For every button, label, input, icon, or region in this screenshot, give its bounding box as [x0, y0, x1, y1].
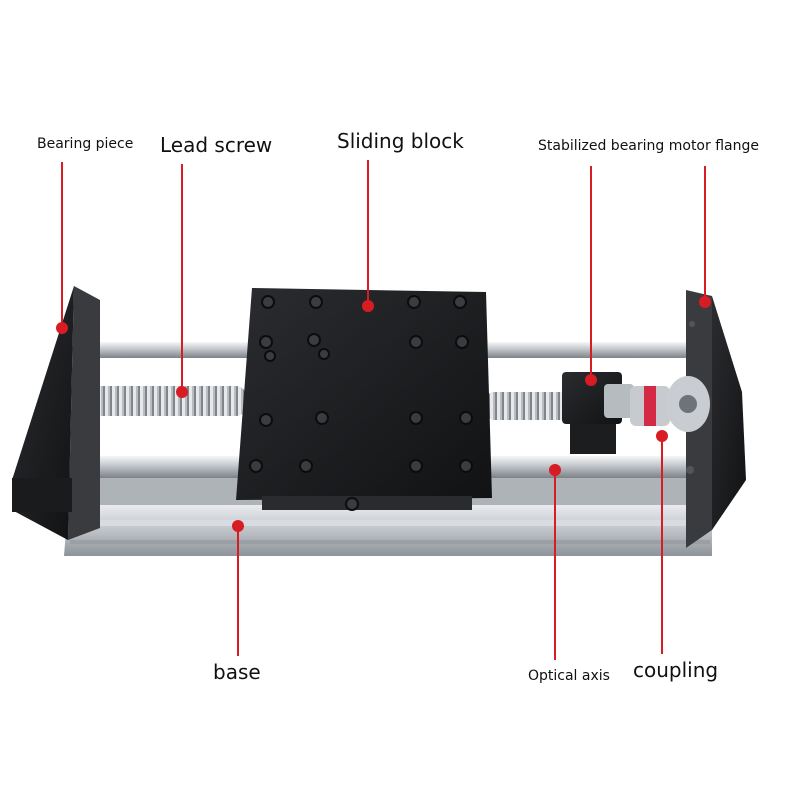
label-motor-flange: Stabilized bearing motor flange: [538, 138, 759, 154]
coupling-part: [630, 376, 710, 432]
label-bearing-piece: Bearing piece: [37, 136, 134, 152]
bearing-housing: [562, 372, 634, 454]
lead-screw: [66, 386, 576, 420]
label-sliding-block: Sliding block: [337, 129, 464, 153]
leader-lines: [56, 160, 711, 660]
leader-dot-optical-axis: [549, 464, 561, 476]
leader-dot-motor-flange: [699, 296, 711, 308]
left-end-plate: [12, 286, 100, 540]
label-base: base: [213, 660, 261, 684]
leader-dot-lead-screw: [176, 386, 188, 398]
sliding-block-plate: [236, 288, 492, 511]
leader-dot-bearing-piece: [56, 322, 68, 334]
leader-dot-bearing-housing: [585, 374, 597, 386]
label-lead-screw: Lead screw: [160, 133, 273, 157]
leader-dot-sliding-block: [362, 300, 374, 312]
leader-dot-coupling: [656, 430, 668, 442]
leader-dot-base: [232, 520, 244, 532]
label-coupling: coupling: [633, 658, 719, 682]
label-optical-axis: Optical axis: [528, 668, 610, 684]
